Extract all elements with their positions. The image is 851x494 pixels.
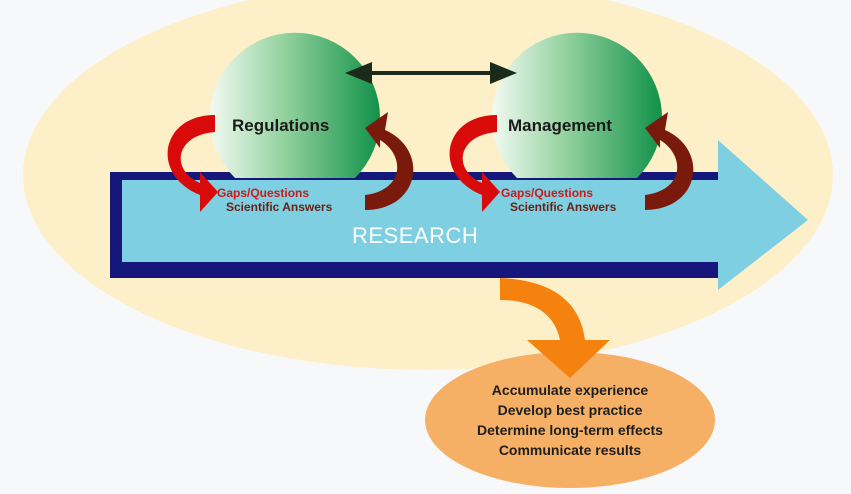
arrow-tab	[706, 262, 718, 278]
research-label: RESEARCH	[352, 223, 479, 248]
gaps-questions-label: Gaps/Questions	[217, 186, 310, 200]
gaps-arrow-icon	[449, 115, 500, 212]
outcome-item: Accumulate experience	[491, 382, 649, 398]
bidirectional-arrow-icon	[345, 62, 517, 84]
research-arrow	[122, 140, 808, 290]
outcome-arrow-icon	[500, 278, 610, 378]
scientific-answers-label: Scientific Answers	[510, 200, 617, 214]
scientific-answers-label: Scientific Answers	[226, 200, 333, 214]
answers-arrow-icon	[645, 112, 694, 210]
regulations-node	[210, 32, 380, 178]
answers-arrow-icon	[365, 112, 414, 210]
outcomes-list: Accumulate experience Develop best pract…	[440, 380, 700, 460]
gaps-arrow-icon	[167, 115, 218, 212]
regulations-label: Regulations	[232, 116, 330, 135]
gaps-questions-label: Gaps/Questions	[501, 186, 594, 200]
outcome-item: Communicate results	[498, 442, 642, 458]
outcome-item: Determine long-term effects	[477, 422, 663, 438]
outcome-item: Develop best practice	[497, 402, 643, 418]
management-node	[492, 32, 663, 178]
outcome-ellipse	[425, 352, 715, 488]
management-label: Management	[508, 116, 612, 135]
